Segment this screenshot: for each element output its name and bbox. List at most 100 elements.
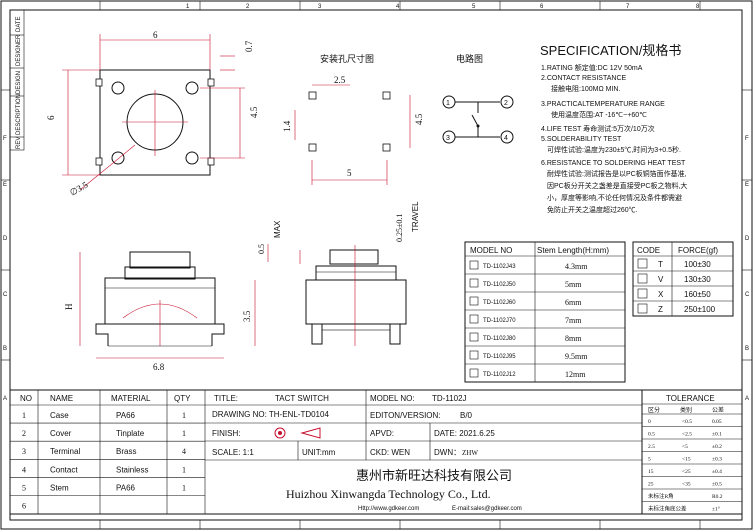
spec-line: 可焊性试验:温度为230±5℃,时间为3+0.5秒. — [547, 145, 681, 154]
circuit-title: 电路图 — [456, 53, 483, 64]
tolerance-cell: ±0.5 — [712, 482, 722, 488]
spec-line: 接触电阻:100MΩ MIN. — [551, 84, 620, 93]
row-marker: D — [745, 236, 750, 242]
apvd-label: APVD: — [370, 429, 394, 438]
col-marker: 8 — [696, 4, 700, 10]
row-marker: B — [745, 346, 749, 352]
model-checkbox — [469, 332, 479, 342]
title-value: TACT SWITCH — [275, 394, 329, 403]
pcb-dim-25: 2.5 — [334, 75, 346, 85]
bom-cell: PA66 — [116, 483, 136, 492]
rev-label-description: DESCRIPTION — [16, 94, 22, 135]
dwn-label: DWN： — [434, 448, 461, 457]
force-value: 130±30 — [684, 275, 711, 284]
tolerance-cell: 0.05 — [712, 419, 722, 425]
model-col-header: MODEL NO — [470, 246, 512, 255]
tolerance-header: 类别 — [680, 406, 692, 414]
force-checkbox — [637, 258, 648, 269]
col-marker: 4 — [396, 4, 400, 10]
edition-value: B/0 — [460, 411, 473, 420]
rev-label-designer: DESIGNER — [16, 34, 22, 66]
bom-cell: Stainless — [116, 465, 148, 474]
col-marker: 7 — [626, 4, 630, 10]
bom-cell: Terminal — [50, 447, 80, 456]
dwn-value: ZHW — [462, 449, 478, 457]
bom-cell: Brass — [116, 447, 136, 456]
tolerance-cell: ±0.1 — [712, 432, 722, 438]
pin-4: 4 — [504, 135, 508, 142]
stem-length: 5mm — [565, 280, 582, 289]
bom-cell: 4 — [22, 465, 26, 474]
bom-cell: Case — [50, 411, 69, 420]
force-checkbox — [637, 273, 648, 284]
tolerance-cell: <15 — [682, 457, 691, 463]
tolerance-cell: ±0.3 — [712, 457, 722, 463]
tolerance-cell: ±0.2 — [712, 444, 722, 450]
projection-symbol — [274, 427, 321, 439]
bom-cell: 1 — [182, 411, 186, 420]
bom-cell: PA66 — [116, 411, 136, 420]
tolerance-cell: ±1° — [712, 506, 720, 513]
tolerance-cell: 0 — [648, 419, 651, 425]
edition-label: EDITON/VERSION: — [370, 411, 441, 420]
row-markers: F E D C B A F E D C B A — [1, 89, 752, 402]
bom-cell: Stem — [50, 483, 69, 492]
force-code: V — [658, 275, 664, 284]
revision-strip: DATE DESIGNER DESIGN DESCRIPTION REV — [9, 9, 25, 151]
col-marker: 5 — [472, 4, 476, 10]
front-view: H 3.5 6.8 0.5 MAX — [64, 220, 282, 372]
row-marker: E — [745, 182, 749, 188]
model-no: TD-1102J95 — [483, 354, 516, 360]
company-name-en: Huizhou Xinwangda Technology Co., Ltd. — [286, 487, 491, 501]
tolerance-title: TOLERANCE — [666, 394, 715, 403]
dim-travel-label: TRAVEL — [411, 201, 420, 232]
spec-title: SPECIFICATION/规格书 — [540, 43, 681, 58]
model-label: MODEL NO: — [370, 394, 415, 403]
bom-cell: 1 — [182, 483, 186, 492]
top-view: 6 0.7 6 4.5 ∅3.5 — [46, 30, 259, 198]
tolerance-header: 区分 — [648, 406, 660, 414]
company-website: Http://www.gdkeer.com — [358, 506, 419, 512]
spec-line: 耐焊性试验:测试报告是以PC板铜箔面作基准, — [547, 169, 687, 178]
bom-header-qty: QTY — [174, 394, 191, 403]
bom-cell: 6 — [22, 502, 26, 511]
model-checkbox — [469, 350, 479, 360]
date-label: DATE: 2021.6.25 — [434, 429, 495, 438]
pcb-layout-title: 安装孔尺寸图 — [320, 53, 374, 64]
side-view: 0.25±0.1 TRAVEL — [299, 201, 420, 346]
spec-line: 1.RATING 额定值:DC 12V 50mA — [541, 63, 643, 72]
force-code: Z — [658, 305, 663, 314]
pin-1: 1 — [446, 100, 450, 107]
spec-line: 3.PRACTICALTEMPERATURE RANGE — [541, 101, 665, 108]
tolerance-cell: 15 — [648, 469, 654, 475]
tolerance-header: 公差 — [712, 406, 724, 414]
bom-cell: 1 — [22, 411, 26, 420]
circuit-diagram: 电路图 1 2 3 4 — [442, 53, 514, 144]
tolerance-cell: 5 — [648, 457, 651, 463]
force-code: T — [658, 260, 663, 269]
stem-length: 7mm — [565, 316, 582, 325]
tolerance-cell: <35 — [682, 482, 691, 488]
spec-line: 使用温度范围:AT -16℃~+60℃ — [551, 110, 647, 119]
bom-cell: 5 — [22, 483, 26, 492]
col-marker: 6 — [540, 4, 544, 10]
bom-header-no: NO — [20, 394, 32, 403]
spec-line: 2.CONTACT RESISTANCE — [541, 75, 627, 82]
scale-label: SCALE: 1:1 — [212, 448, 254, 457]
dim-68: 6.8 — [153, 362, 165, 372]
bom-cell: 1 — [182, 465, 186, 474]
model-no: TD-1102J12 — [483, 372, 516, 378]
dim-h: H — [64, 303, 74, 310]
force-value: 160±50 — [684, 290, 711, 299]
finish-label: FINISH: — [212, 429, 240, 438]
model-no: TD-1102J80 — [483, 336, 516, 342]
spec-line: 免防止开关之温度超过260℃. — [547, 205, 638, 214]
model-checkbox — [469, 278, 479, 288]
bom-cell: 1 — [182, 429, 186, 438]
model-no: TD-1102J43 — [483, 264, 516, 270]
spec-line: 5.SOLDERABILITY TEST — [541, 136, 622, 143]
row-marker: C — [745, 292, 750, 298]
